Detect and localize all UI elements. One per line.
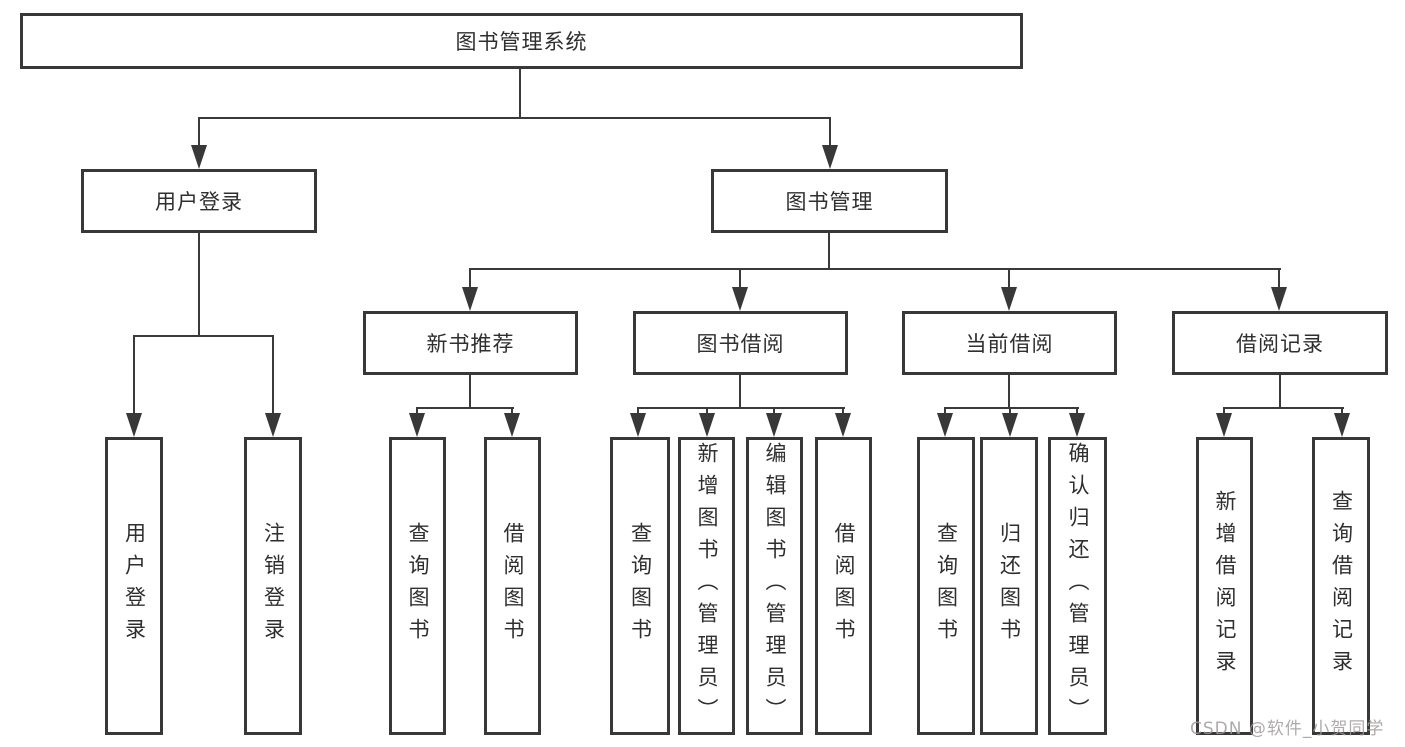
arrow-down-icon [1216,413,1232,437]
connector-leaf-drop [133,337,135,415]
arrow-down-icon [504,413,520,437]
node-current-borrowing: 当前借阅 [902,311,1117,375]
connector-leaf-drop [842,409,844,415]
connector-borrowing-branch [637,407,845,409]
leaf-borrow-books-recommend: 借阅图书 [484,437,541,735]
arrow-down-icon [699,413,715,437]
node-label: 查询图书 [934,522,959,650]
node-label: 图书管理 [785,190,874,214]
watermark: CSDN @软件_小贺同学 [1190,719,1385,739]
node-borrowing-records: 借阅记录 [1172,311,1388,375]
node-new-book-recommendation: 新书推荐 [363,311,578,375]
arrow-down-icon [1334,413,1350,437]
connector-level3-drop [1008,270,1010,288]
node-label: 查询图书 [628,522,653,650]
node-label: 图书管理系统 [455,30,588,54]
node-label: 确认归还（管理员） [1066,442,1090,730]
node-label: 新书推荐 [426,332,515,356]
connector-leaf-drop [511,409,513,415]
connector-recommend-stem [469,375,471,407]
arrow-down-icon [126,413,142,437]
arrow-down-icon [732,287,748,311]
connector-user-login-stem [198,233,200,336]
connector-records-stem [1279,375,1281,407]
connector-leaf-drop [1341,409,1343,415]
node-label: 图书借阅 [696,332,785,356]
node-label: 借阅图书 [832,522,856,650]
arrow-down-icon [835,413,851,437]
node-label: 当前借阅 [965,332,1054,356]
arrow-down-icon [409,413,425,437]
node-label: 借阅记录 [1236,332,1324,356]
leaf-add-borrow-record: 新增借阅记录 [1196,437,1253,735]
arrow-down-icon [191,145,207,169]
connector-user-login-branch [133,335,274,337]
arrow-down-icon [1002,413,1018,437]
leaf-query-borrow-record: 查询借阅记录 [1312,437,1370,735]
connector-leaf-drop [706,409,708,415]
leaf-logout: 注销登录 [244,437,302,735]
node-label: 归还图书 [997,522,1022,650]
node-label: 查询图书 [406,522,430,650]
arrow-down-icon [462,287,478,311]
node-label: 注销登录 [261,522,286,650]
arrow-down-icon [265,413,281,437]
leaf-edit-book-admin: 编辑图书（管理员） [746,437,803,735]
leaf-user-login: 用户登录 [105,437,163,735]
node-label: 新增图书（管理员） [695,442,719,730]
connector-user-login-drop [198,119,200,149]
leaf-query-books-borrowing: 查询图书 [610,437,670,735]
connector-records-branch [1223,407,1344,409]
node-library-management-system: 图书管理系统 [20,13,1023,69]
connector-book-management-stem [828,233,830,268]
leaf-query-books-recommend: 查询图书 [389,437,446,735]
connector-current-stem [1008,375,1010,407]
arrow-down-icon [937,413,953,437]
leaf-query-books-current: 查询图书 [917,437,975,735]
node-label: 编辑图书（管理员） [763,442,787,730]
connector-book-management-drop [829,119,831,149]
node-label: 新增借阅记录 [1213,490,1237,682]
node-label: 用户登录 [155,190,243,214]
arrow-down-icon [1271,287,1287,311]
connector-leaf-drop [1009,409,1011,415]
leaf-return-books: 归还图书 [980,437,1038,735]
connector-root-drop [519,69,521,117]
connector-leaf-drop [1223,409,1225,415]
leaf-confirm-return-admin: 确认归还（管理员） [1048,437,1107,735]
connector-leaf-drop [1076,409,1078,415]
connector-current-branch [944,407,1079,409]
node-user-login: 用户登录 [81,169,317,233]
node-label: 借阅图书 [501,522,525,650]
leaf-add-book-admin: 新增图书（管理员） [678,437,735,735]
node-label: 用户登录 [122,522,147,650]
arrow-down-icon [1001,287,1017,311]
connector-level3-drop [739,270,741,288]
arrow-down-icon [822,145,838,169]
node-label: 查询借阅记录 [1329,490,1354,682]
arrow-down-icon [630,413,646,437]
connector-level3-drop [1278,270,1280,288]
arrow-down-icon [1069,413,1085,437]
arrow-down-icon [766,413,782,437]
connector-leaf-drop [416,409,418,415]
connector-leaf-drop [944,409,946,415]
connector-leaf-drop [637,409,639,415]
connector-borrowing-stem [739,375,741,407]
connector-leaf-drop [773,409,775,415]
connector-recommend-branch [416,407,514,409]
leaf-borrow-books-borrowing: 借阅图书 [815,437,872,735]
connector-leaf-drop [272,337,274,415]
connector-level3-branch [469,268,1281,270]
connector-level2-branch [198,117,831,119]
node-book-borrowing: 图书借阅 [633,311,848,375]
node-book-management: 图书管理 [711,169,948,233]
connector-level3-drop [469,270,471,288]
